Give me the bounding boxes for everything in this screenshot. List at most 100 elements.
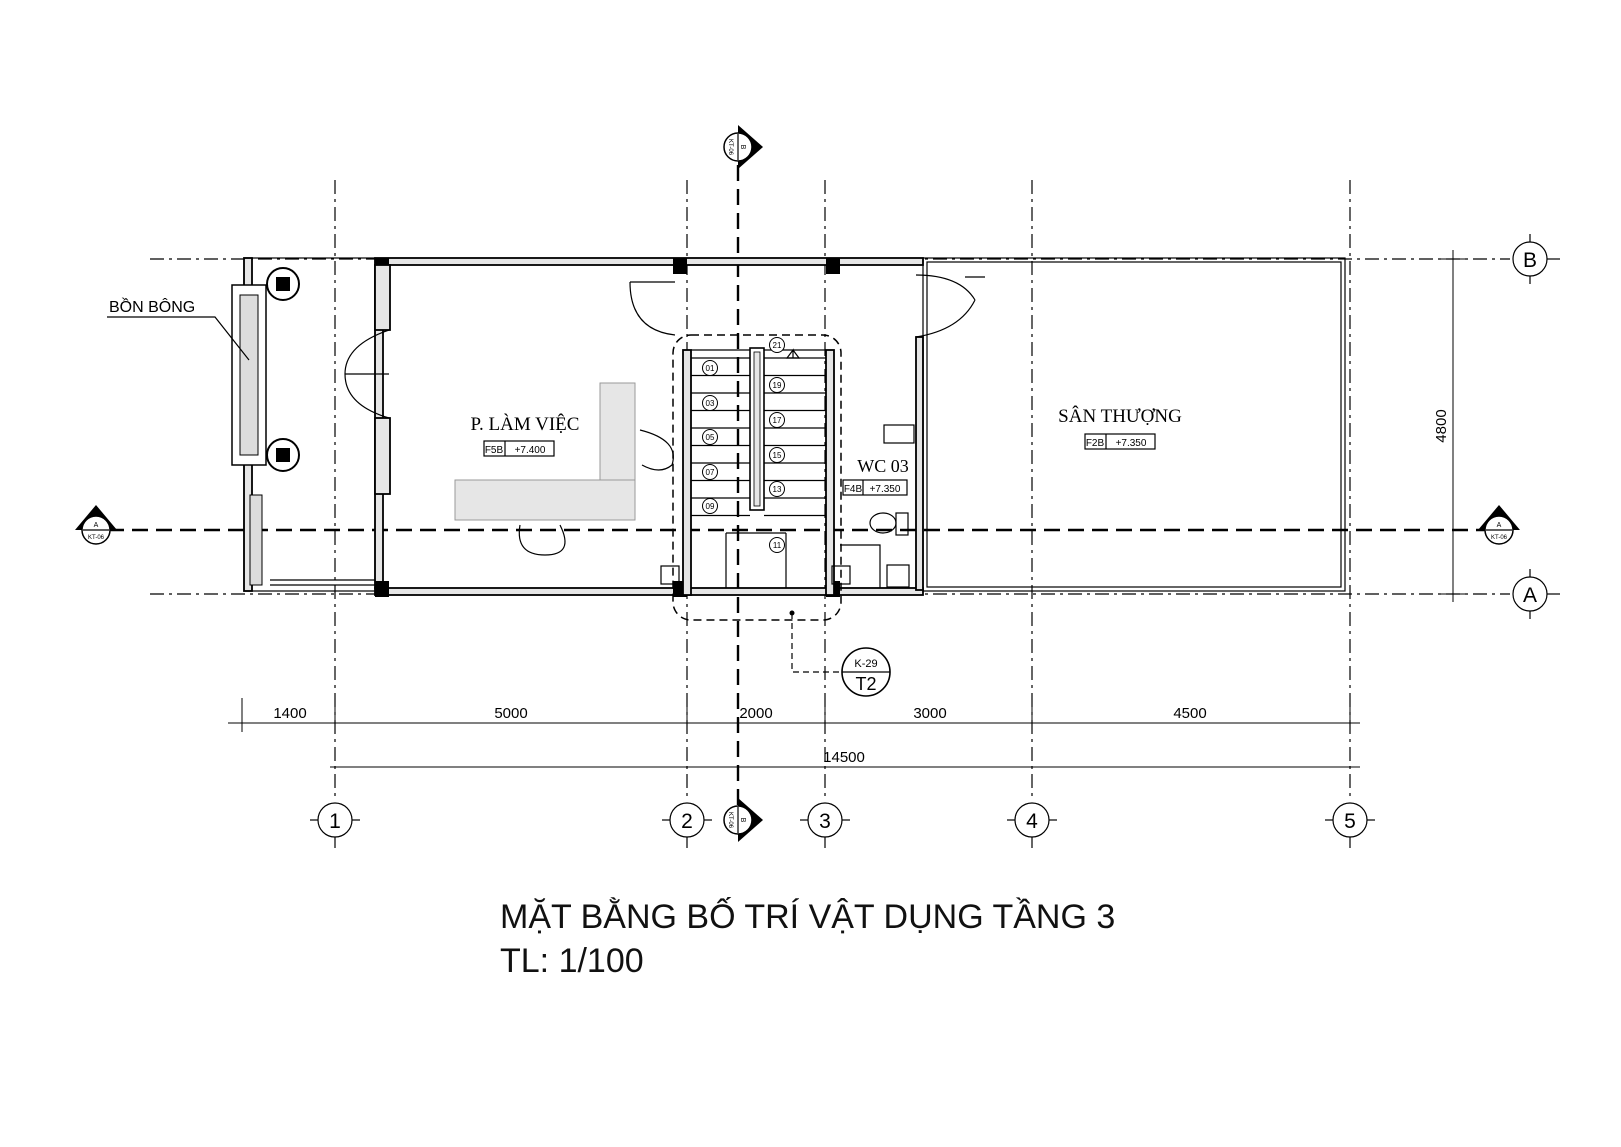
grid-bubble-3: 3: [800, 802, 850, 848]
door-jamb: [374, 417, 391, 495]
svg-text:B: B: [739, 145, 746, 150]
terrace-floor-code: F2B: [1086, 438, 1105, 449]
stair-step-number: 05: [706, 433, 715, 442]
stair-step-bubble: [769, 447, 785, 463]
grid-bubble-a: A: [1512, 569, 1560, 619]
svg-text:KT-06: KT-06: [727, 139, 733, 156]
stair-step-number: 03: [706, 399, 715, 408]
drawing-scale: TL: 1/100: [500, 942, 644, 980]
stair-step-number: 01: [706, 364, 715, 373]
stair-step-number: 15: [773, 451, 782, 460]
stair-wall: [825, 349, 835, 596]
dimension-depth: [1440, 250, 1466, 602]
wc-level: +7.350: [870, 484, 901, 495]
stair-callout: K-29 T2: [841, 647, 891, 697]
column: [375, 581, 389, 597]
office-label: P. LÀM VIỆC: [471, 413, 580, 435]
dim-span-4: 3000: [913, 705, 946, 722]
chair: [639, 429, 674, 471]
stair-step-bubble: [702, 429, 718, 445]
balcony-railing: [249, 494, 263, 586]
door-jamb: [374, 264, 391, 331]
dimension-chain: [228, 698, 1360, 768]
stair-step-number: 19: [773, 381, 782, 390]
svg-text:5: 5: [1344, 810, 1356, 833]
grid-bubble-4: 4: [1007, 802, 1057, 848]
column: [826, 258, 840, 274]
shower-drain: [886, 564, 910, 588]
stair-step-bubble: [769, 481, 785, 497]
dim-depth: 4800: [1433, 409, 1450, 442]
chair: [518, 524, 566, 556]
planter-pot: [276, 277, 290, 291]
stair-step-bubble: [769, 377, 785, 393]
stair-callout-leader: [789, 610, 795, 616]
stair-step-number: 13: [773, 485, 782, 494]
planter-soil: [239, 294, 259, 456]
planter-pot: [276, 448, 290, 462]
dim-span-2: 5000: [494, 705, 527, 722]
svg-text:4: 4: [1026, 810, 1038, 833]
wc-level-tag: [842, 479, 908, 496]
drawing-title: MẶT BẰNG BỐ TRÍ VẬT DỤNG TẦNG 3 TL: 1/10…: [500, 895, 1115, 983]
stair-step-bubble: [702, 498, 718, 514]
grid-bubble-5: 5: [1325, 802, 1375, 848]
stair-step-bubble: [769, 537, 785, 553]
stair-step-bubble: [769, 412, 785, 428]
stair-outline: [672, 334, 842, 621]
svg-text:2: 2: [681, 810, 693, 833]
dim-span-3: 2000: [739, 705, 772, 722]
stair-step-bubble: [702, 464, 718, 480]
wall-north: [374, 257, 924, 266]
stair-callout-leader: [791, 613, 841, 673]
svg-text:1: 1: [329, 810, 341, 833]
svg-text:T2: T2: [855, 674, 876, 694]
wc-basin: [883, 424, 915, 444]
section-marker-a-left: A KT-06: [75, 505, 117, 545]
svg-text:A: A: [1523, 584, 1537, 607]
svg-text:KT-06: KT-06: [1491, 535, 1508, 541]
office-floor-code: F5B: [485, 445, 504, 456]
terrace-label: SÂN THƯỢNG: [1058, 405, 1182, 427]
wc-label: WC 03: [857, 456, 909, 476]
svg-text:A: A: [1497, 522, 1502, 529]
grid-bubble-1: 1: [310, 802, 360, 848]
wc-wall: [915, 336, 924, 591]
stair-step-number: 21: [773, 341, 782, 350]
stair-wall: [682, 349, 692, 596]
svg-text:B: B: [739, 818, 746, 823]
stair-step-number: 17: [773, 416, 782, 425]
drawing-title-main: MẶT BẰNG BỐ TRÍ VẬT DỤNG TẦNG 3: [500, 898, 1116, 936]
svg-text:A: A: [94, 522, 99, 529]
terrace-outline: [922, 257, 1346, 592]
stair-arrow: [785, 348, 801, 359]
svg-text:B: B: [1523, 249, 1537, 272]
terrace-level: +7.350: [1116, 438, 1147, 449]
wc-floor-code: F4B: [844, 484, 863, 495]
stair-step-number: 11: [773, 541, 782, 550]
terrace-outline: [926, 261, 1342, 588]
column: [673, 258, 687, 274]
wc-door: [915, 274, 976, 338]
dim-total: 14500: [823, 749, 865, 766]
svg-text:KT-06: KT-06: [727, 812, 733, 829]
svg-text:K-29: K-29: [854, 658, 877, 670]
office-level-tag: [483, 440, 555, 457]
stair-landing: [725, 532, 787, 588]
office-door: [629, 281, 676, 336]
terrace-level-tag: [1084, 433, 1156, 450]
desk: [454, 479, 636, 521]
section-marker-a-right: A KT-06: [1478, 505, 1520, 545]
double-door: [344, 329, 390, 419]
balcony-railing: [270, 579, 375, 586]
toilet: [895, 512, 909, 536]
dim-span-1: 1400: [273, 705, 306, 722]
grid-bubble-2: 2: [662, 802, 712, 848]
planter-label: BỒN BÔNG: [109, 297, 195, 316]
stair-post: [660, 565, 680, 585]
office-level: +7.400: [515, 445, 546, 456]
stair-handrail: [753, 351, 761, 507]
section-marker-b-bottom: B KT-06: [723, 798, 763, 842]
